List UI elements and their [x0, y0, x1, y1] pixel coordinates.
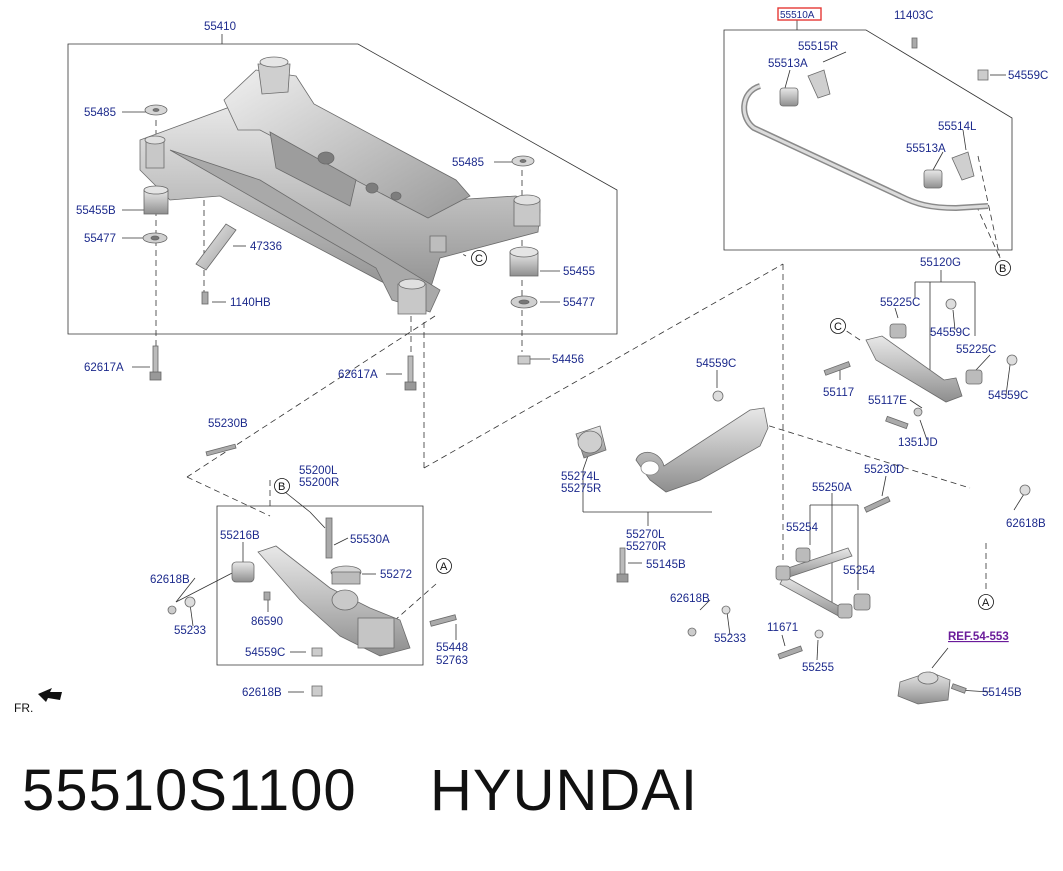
callout-c-upper-arm[interactable]: C [830, 318, 846, 334]
part-label[interactable]: 55216B [220, 530, 260, 542]
part-label[interactable]: 55225C [956, 344, 996, 356]
lower-arm-frame [216, 505, 424, 666]
part-label[interactable]: 55477 [563, 297, 595, 309]
part-label[interactable]: 55274L [561, 471, 600, 483]
highlighted-part-box [777, 7, 822, 21]
ref-mount-illustration [897, 647, 967, 705]
part-label[interactable]: 55530A [350, 534, 390, 546]
part-label[interactable]: 54559C [988, 390, 1028, 402]
callout-c-upper-arm-text: C [834, 321, 842, 333]
part-label[interactable]: 55448 [436, 642, 468, 654]
part-label[interactable]: 47336 [250, 241, 282, 253]
callout-b-lower-arm-text: B [278, 481, 285, 493]
part-label[interactable]: 55117E [868, 395, 907, 407]
part-label[interactable]: 55455B [76, 205, 116, 217]
subframe-frame [67, 43, 618, 335]
part-label[interactable]: 55270R [626, 541, 666, 553]
part-label[interactable]: 55455 [563, 266, 595, 278]
highlighted-part-label[interactable]: 55510A [780, 10, 815, 21]
part-label[interactable]: 55120G [920, 257, 961, 269]
leader-lines [67, 20, 1025, 693]
part-label[interactable]: 55270L [626, 529, 665, 541]
lower-control-arm-illustration [167, 443, 457, 697]
part-label[interactable]: 55485 [84, 107, 116, 119]
part-label[interactable]: 55254 [843, 565, 876, 577]
part-label[interactable]: 54559C [1008, 70, 1048, 82]
part-label[interactable]: 55410 [204, 21, 236, 33]
stabilizer-bar-illustration [741, 37, 989, 212]
part-label[interactable]: 55225C [880, 297, 920, 309]
part-label[interactable]: 55514L [938, 121, 977, 133]
part-label[interactable]: 86590 [251, 616, 283, 628]
part-number: 55510S1100 [22, 758, 357, 823]
part-label[interactable]: 11671 [767, 622, 798, 634]
callout-c-crossmember[interactable]: C [471, 250, 487, 266]
part-label[interactable]: 1140HB [230, 297, 271, 309]
part-label[interactable]: 55145B [982, 687, 1022, 699]
part-label[interactable]: 55515R [798, 41, 838, 53]
part-label[interactable]: 55254 [786, 522, 819, 534]
part-label[interactable]: 1351JD [898, 437, 938, 449]
part-label[interactable]: 55145B [646, 559, 686, 571]
part-label[interactable]: 62618B [670, 593, 710, 605]
part-label[interactable]: 55255 [802, 662, 834, 674]
part-label[interactable]: 55117 [823, 387, 854, 399]
part-label[interactable]: 55200L [299, 465, 338, 477]
part-label[interactable]: 54559C [696, 358, 736, 370]
part-label[interactable]: 62617A [338, 369, 378, 381]
part-label[interactable]: 62617A [84, 362, 124, 374]
part-label[interactable]: 55477 [84, 233, 116, 245]
brand-name: HYUNDAI [430, 758, 699, 823]
part-label[interactable]: 52763 [436, 655, 468, 667]
part-label[interactable]: 55272 [380, 569, 412, 581]
rear-crossmember-illustration [139, 56, 541, 315]
upper-arm-illustration [823, 298, 1018, 430]
part-label[interactable]: 62618B [1006, 518, 1046, 530]
front-arrow-icon [38, 688, 62, 702]
part-label[interactable]: 62618B [150, 574, 190, 586]
part-label[interactable]: 62618B [242, 687, 282, 699]
part-label[interactable]: 54559C [930, 327, 970, 339]
part-label[interactable]: 55230B [208, 418, 248, 430]
ref-link[interactable]: REF.54-553 [948, 631, 1009, 643]
callout-b-stabilizer-text: B [999, 263, 1006, 275]
trailing-arm-illustration [575, 390, 769, 583]
lower-link-illustration [687, 484, 1031, 660]
callout-a-right-text: A [982, 597, 990, 609]
callout-b-stabilizer[interactable]: B [995, 260, 1011, 276]
callout-a-right[interactable]: A [978, 594, 994, 610]
part-label[interactable]: 55250A [812, 482, 852, 494]
callout-c-crossmember-text: C [475, 253, 483, 265]
part-label[interactable]: 55513A [768, 58, 808, 70]
part-label[interactable]: 55275R [561, 483, 601, 495]
callout-a-lower-arm-text: A [440, 561, 448, 573]
front-label: FR. [14, 701, 33, 715]
part-label[interactable]: 55200R [299, 477, 339, 489]
part-label[interactable]: 55233 [174, 625, 206, 637]
part-label[interactable]: 54456 [552, 354, 584, 366]
crossmember-hardware [142, 104, 539, 391]
callout-a-lower-arm[interactable]: A [436, 558, 452, 574]
part-label[interactable]: 55230D [864, 464, 904, 476]
part-label[interactable]: 11403C [894, 10, 933, 22]
part-label[interactable]: 54559C [245, 647, 285, 659]
part-label[interactable]: 55485 [452, 157, 484, 169]
part-labels: 55410 55485 55455B 55477 47336 1140HB 62… [76, 10, 1048, 699]
stabilizer-frame [723, 29, 1013, 251]
callout-b-lower-arm[interactable]: B [274, 478, 290, 494]
part-label[interactable]: 55233 [714, 633, 746, 645]
callout-circles: A A B B C C [274, 250, 1011, 610]
part-label[interactable]: 55513A [906, 143, 946, 155]
